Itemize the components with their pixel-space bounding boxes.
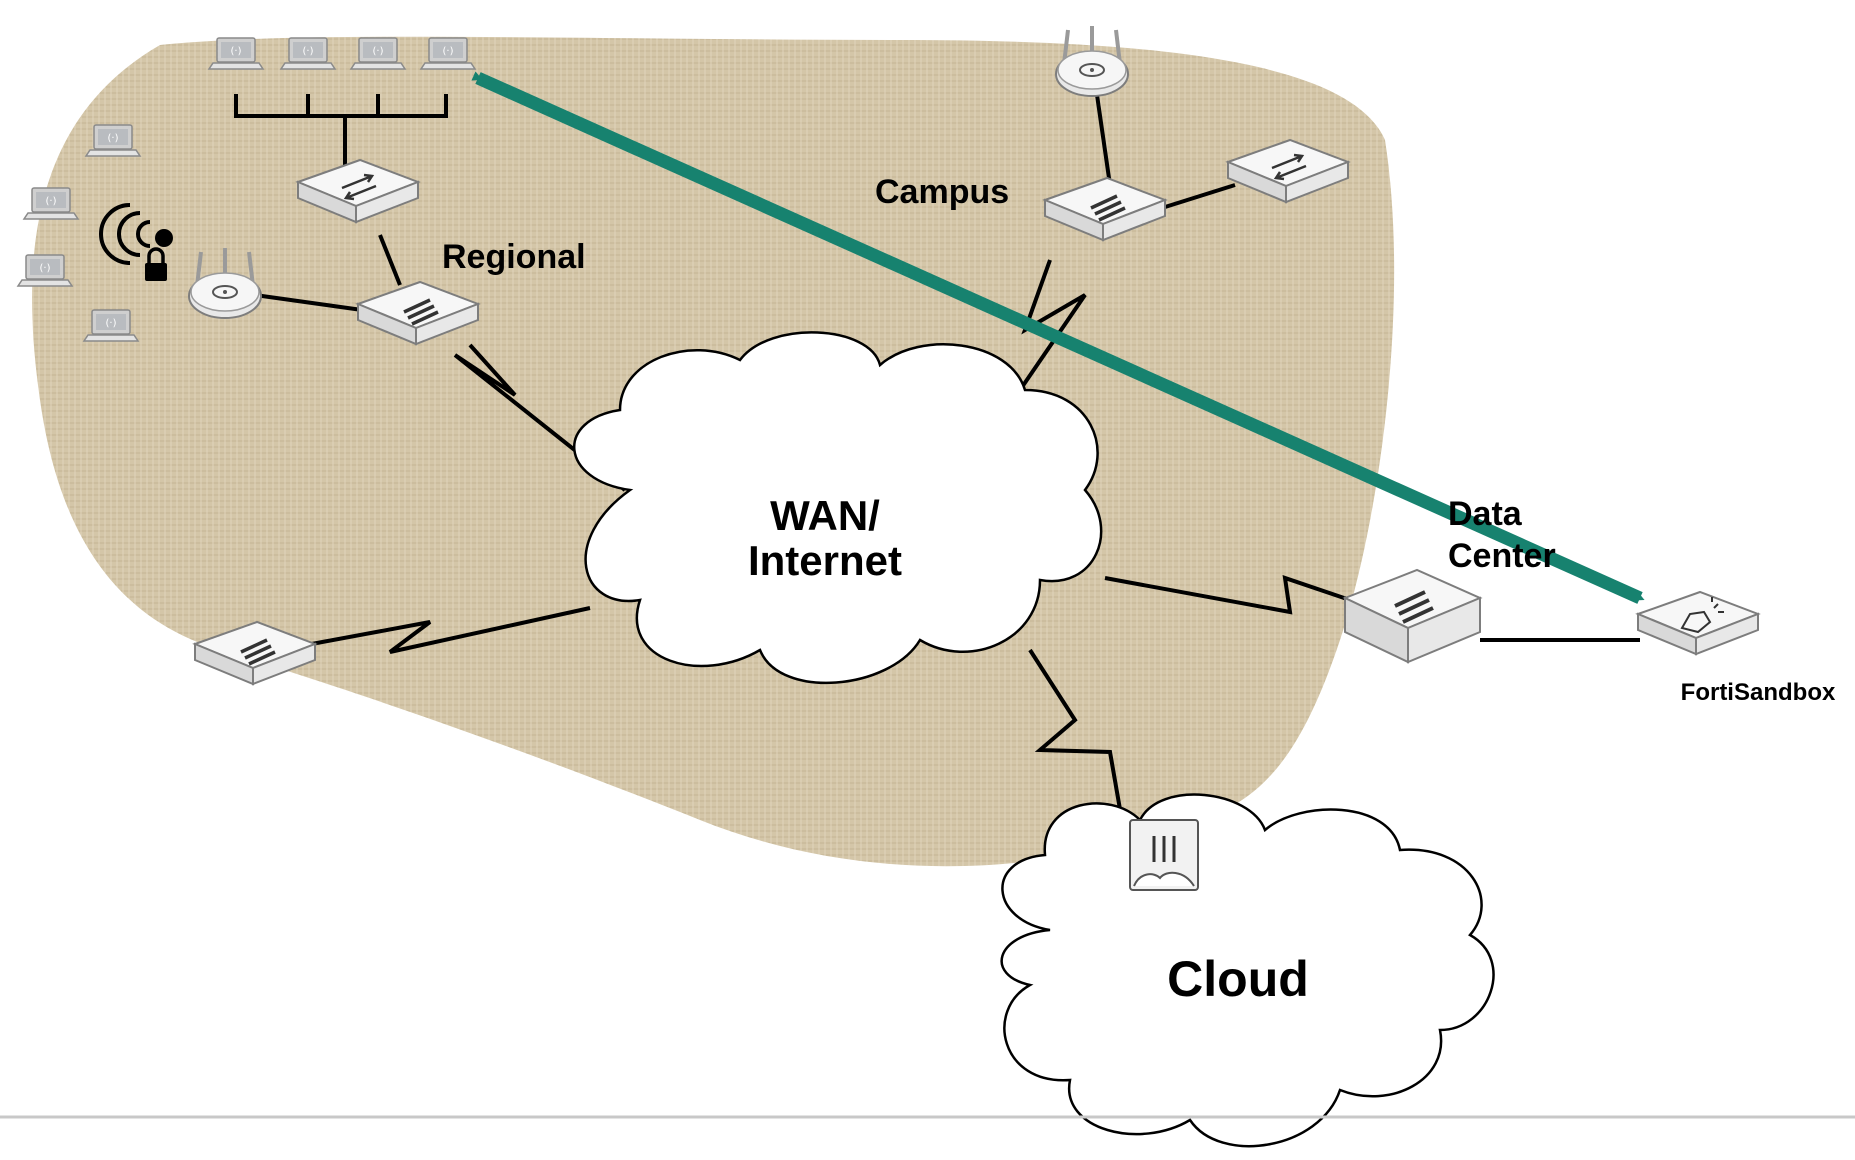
cloud-link	[1028, 648, 1127, 839]
cloud-shape	[1000, 793, 1495, 1148]
wan-label-line1: WAN/	[770, 492, 880, 539]
laptop-icon	[17, 254, 73, 287]
laptop-icon	[208, 37, 264, 70]
fortigate-firewall-icon	[403, 298, 439, 326]
campus-label: Campus	[875, 173, 1009, 211]
remote-fortigate	[194, 621, 316, 685]
remote-fw-wan-link	[289, 606, 591, 654]
fortigate-cloud-icon	[1129, 819, 1199, 891]
laptop-icon	[83, 309, 139, 342]
fortisandbox-icon	[1680, 597, 1724, 634]
fortisandbox-label: FortiSandbox	[1681, 679, 1836, 706]
laptop-icon	[23, 187, 79, 220]
switch-icon	[341, 173, 377, 201]
wireless-ap-icon	[187, 246, 263, 320]
datacenter-fortigate	[1342, 568, 1483, 664]
laptop-icon	[420, 37, 476, 70]
wireless-ap-icon	[1054, 24, 1130, 98]
laptop-bus-line	[234, 94, 448, 118]
data-center-label-line1: Data	[1448, 495, 1523, 533]
cloud-label: Cloud	[1167, 951, 1309, 1007]
laptop-icon	[280, 37, 336, 70]
regional-switch-to-fw-line	[378, 234, 402, 286]
regional-ap-to-fw-line	[254, 293, 363, 312]
regional-label: Regional	[442, 238, 586, 276]
wan-label-line2: Internet	[748, 537, 902, 584]
fortisandbox-device	[1637, 591, 1759, 655]
regional-switch	[297, 159, 419, 223]
laptop-icon	[350, 37, 406, 70]
secure-wifi-user-icon	[99, 203, 173, 281]
laptop-icon	[85, 124, 141, 157]
fortigate-firewall-icon	[240, 638, 276, 666]
sandbox-traffic-arrow	[471, 71, 1645, 604]
data-center-label-line2: Center	[1448, 537, 1556, 575]
regional-fortigate	[357, 281, 479, 345]
